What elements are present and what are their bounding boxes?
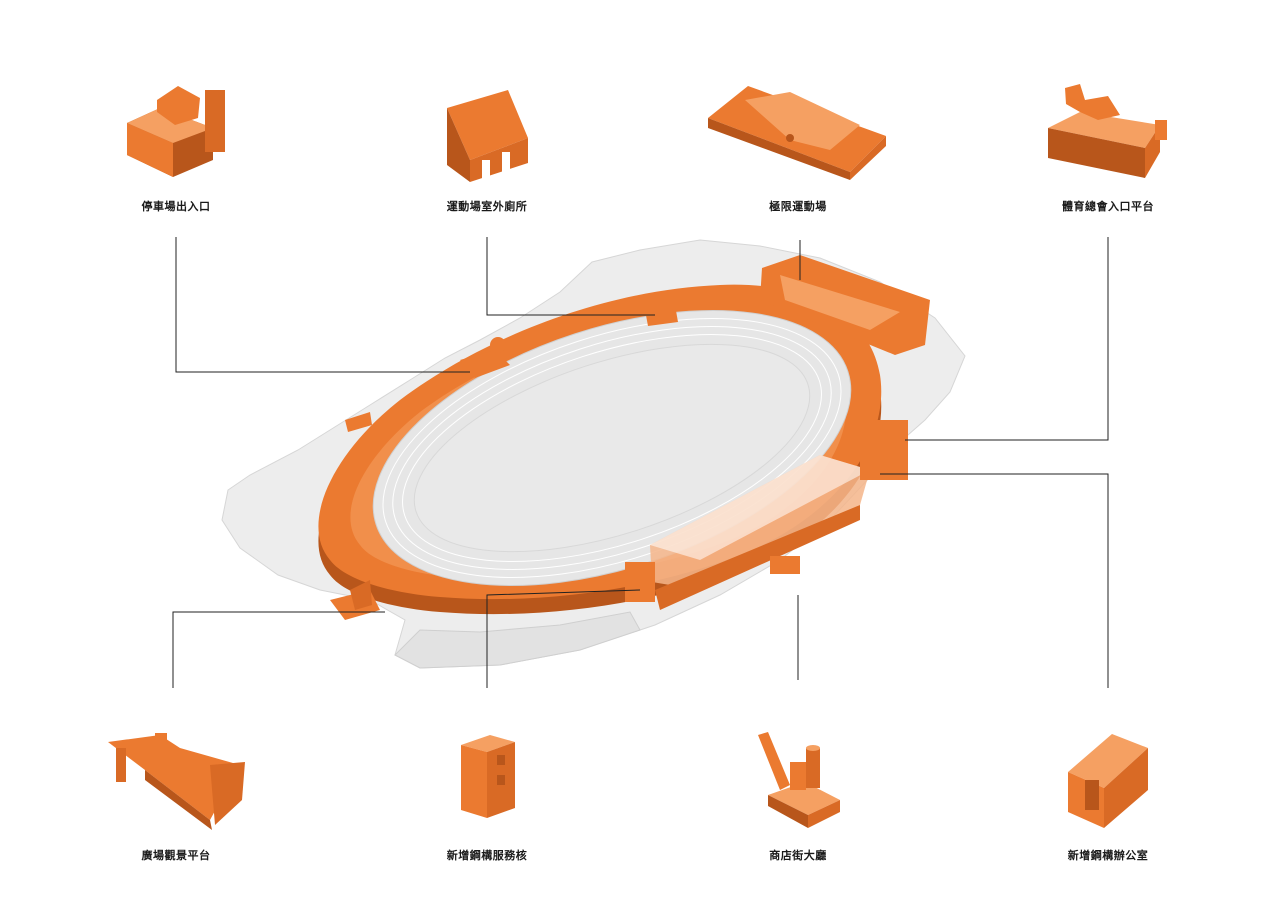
label-parking-entrance: 停車場出入口 [141,200,211,213]
new-steel-office-model [1068,734,1148,828]
extreme-sports-park-model [708,86,886,180]
new-steel-service-core-model [461,735,515,818]
label-stadium-outdoor-restroom: 運動場室外廁所 [446,200,528,213]
label-plaza-viewing-platform: 廣場觀景平台 [141,849,211,862]
leader-lines [172,237,1109,688]
sports-association-entrance-platform-model [1048,84,1167,178]
shopping-street-hall-model [758,732,840,828]
label-extreme-sports-park: 極限運動場 [769,200,827,213]
label-shopping-street-hall: 商店街大廳 [769,849,827,862]
label-new-steel-service-core: 新增鋼構服務核 [446,849,528,862]
stadium-outdoor-restroom-model [447,90,528,182]
label-sports-association-entrance-platform: 體育總會入口平台 [1062,200,1154,213]
parking-entrance-model [127,86,225,177]
extreme-sports-park-block [760,255,930,355]
plaza-viewing-platform-model [108,733,245,830]
main-grandstand [625,420,908,610]
label-new-steel-office: 新增鋼構辦公室 [1067,849,1149,862]
